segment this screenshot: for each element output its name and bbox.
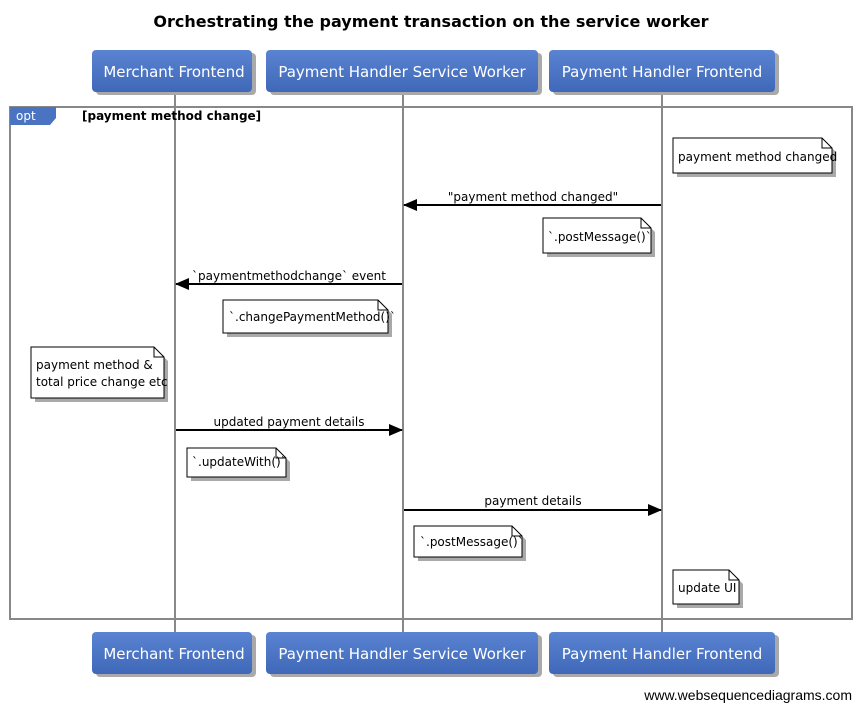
message-label: `paymentmethodchange` event <box>192 269 386 283</box>
footer-attribution[interactable]: www.websequencediagrams.com <box>643 687 852 703</box>
note-line: update UI <box>678 581 736 595</box>
actor-payment-handler-frontend-top[interactable]: Payment Handler Frontend <box>549 50 779 95</box>
message-label: payment details <box>484 494 581 508</box>
message-payment-details: payment details <box>404 494 662 516</box>
actor-payment-handler-service-worker-bottom[interactable]: Payment Handler Service Worker <box>266 632 542 677</box>
actor-payment-handler-service-worker-top[interactable]: Payment Handler Service Worker <box>266 50 542 95</box>
actor-label: Payment Handler Service Worker <box>278 645 526 663</box>
note-line: `.updateWith()` <box>192 455 287 469</box>
actor-label: Merchant Frontend <box>103 63 244 81</box>
message-payment-method-changed: "payment method changed" <box>403 190 661 211</box>
diagram-title: Orchestrating the payment transaction on… <box>153 12 708 31</box>
note-update-ui: update UI <box>672 569 743 608</box>
opt-frame: opt [payment method change] <box>9 106 853 620</box>
note-line: payment method changed <box>678 150 837 164</box>
message-label: updated payment details <box>214 415 365 429</box>
note-line: `.postMessage()` <box>548 230 652 244</box>
note-line: `.changePaymentMethod()` <box>229 310 396 324</box>
note-line: `.postMessage()` <box>420 535 524 549</box>
actor-label: Payment Handler Frontend <box>562 645 762 663</box>
actor-merchant-frontend-bottom[interactable]: Merchant Frontend <box>92 632 256 677</box>
frame-tag: opt <box>16 109 36 123</box>
actor-label: Payment Handler Frontend <box>562 63 762 81</box>
note-line: payment method & <box>36 358 153 372</box>
note-post-message-2: `.postMessage()` <box>413 525 526 561</box>
actor-label: Payment Handler Service Worker <box>278 63 526 81</box>
message-paymentmethodchange-event: `paymentmethodchange` event <box>175 269 402 290</box>
message-updated-payment-details: updated payment details <box>176 415 403 436</box>
note-payment-method-changed: payment method changed <box>672 137 837 177</box>
note-post-message-1: `.postMessage()` <box>542 217 655 257</box>
actor-merchant-frontend-top[interactable]: Merchant Frontend <box>92 50 256 95</box>
note-line: total price change etc <box>36 375 168 389</box>
frame-condition: [payment method change] <box>82 109 261 123</box>
actor-label: Merchant Frontend <box>103 645 244 663</box>
message-label: "payment method changed" <box>448 190 618 204</box>
note-payment-method-total-price-change: payment method & total price change etc <box>30 346 168 402</box>
actor-payment-handler-frontend-bottom[interactable]: Payment Handler Frontend <box>549 632 779 677</box>
note-update-with: `.updateWith()` <box>186 447 290 481</box>
note-change-payment-method: `.changePaymentMethod()` <box>222 299 396 337</box>
